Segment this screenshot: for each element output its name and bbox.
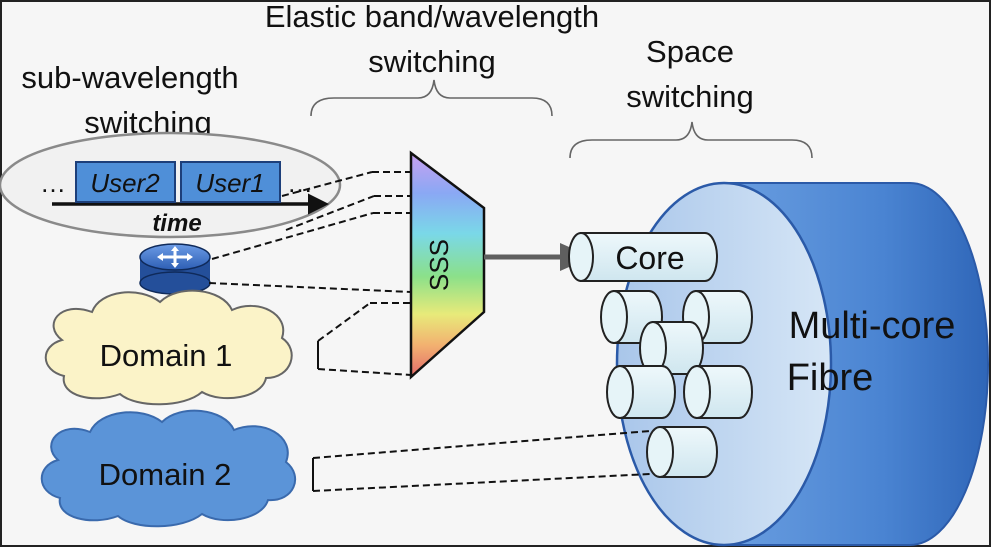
domain1-cloud: Domain 1 xyxy=(44,289,293,406)
domain2-label: Domain 2 xyxy=(99,457,232,492)
fibre-label-line1: Multi-core xyxy=(789,305,956,347)
fibre-label-line2: Fibre xyxy=(787,357,874,399)
core-label: Core xyxy=(615,240,684,276)
cloud-shape xyxy=(40,409,297,528)
fibre-core xyxy=(683,365,753,419)
sss-input-connectors xyxy=(208,171,412,376)
sss-label: SSS xyxy=(424,239,454,291)
router-icon xyxy=(139,243,211,295)
domain1-label: Domain 1 xyxy=(100,338,233,373)
wavelength-selective-switch-icon: SSS xyxy=(409,150,486,380)
fibre-core xyxy=(646,426,718,478)
packet-slot-user1 xyxy=(180,161,281,203)
space-switching-label-line1: Space xyxy=(646,34,734,69)
time-label: time xyxy=(152,210,201,237)
space-switching-label-line2: switching xyxy=(626,79,754,114)
space-switching-brace xyxy=(569,121,813,159)
fibre-core xyxy=(606,365,676,419)
elastic-switching-label-line2: switching xyxy=(368,44,496,79)
elastic-switching-brace xyxy=(310,79,553,117)
packet-label-user1: User1 xyxy=(195,168,264,198)
domain2-cloud: Domain 2 xyxy=(40,409,297,528)
packet-ellipsis-right: … xyxy=(287,168,313,198)
elastic-switching-label-line1: Elastic band/wavelength xyxy=(265,0,599,34)
sub-wavelength-group: … User2 User1 … time xyxy=(0,131,342,239)
domain2-connectors xyxy=(312,430,651,492)
fibre-cores xyxy=(600,290,753,478)
packet-ellipsis-left: … xyxy=(40,168,66,198)
router-arrowheads xyxy=(157,246,193,268)
core-cylinder-icon: Core xyxy=(568,232,718,282)
sss-trapezoid xyxy=(409,150,486,380)
fibre-core xyxy=(682,290,753,344)
sub-wavelength-label-line1: sub-wavelength xyxy=(21,60,238,95)
packet-label-user2: User2 xyxy=(90,168,160,198)
cloud-shape xyxy=(44,289,293,406)
fibre-core xyxy=(600,290,663,344)
packet-slot-user2 xyxy=(75,161,176,203)
